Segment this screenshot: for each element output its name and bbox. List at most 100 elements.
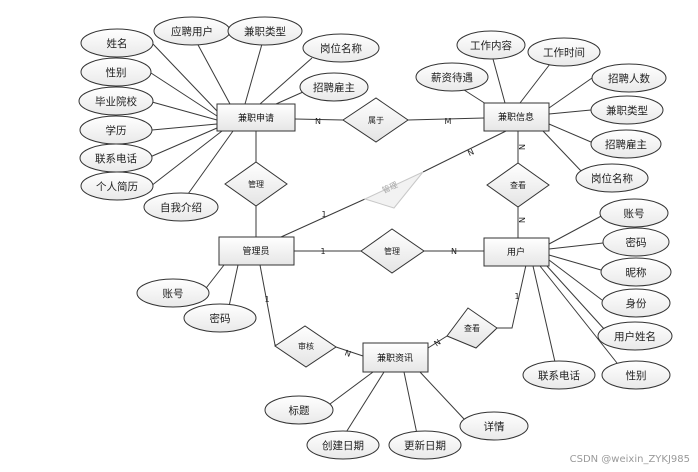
attr-label: 个人简历	[96, 180, 138, 193]
watermark: CSDN @weixin_ZYKJ985	[570, 454, 690, 465]
attr-label: 详情	[484, 420, 505, 433]
edge-job-info-salary	[460, 87, 487, 105]
attr-job-application-type: 兼职类型	[227, 16, 303, 46]
relationship-view-info: 查看	[486, 162, 550, 208]
attr-label: 性别	[626, 369, 647, 382]
attr-job-application-name: 姓名	[80, 28, 154, 58]
cardinality-belongs-info: M	[445, 117, 452, 126]
edge-review-news	[335, 346, 364, 357]
attr-job-info-salary: 薪资待遇	[415, 62, 489, 92]
edge-job-info-type	[548, 109, 592, 115]
attr-label: 姓名	[107, 37, 128, 50]
attr-label: 招聘人数	[608, 72, 650, 85]
edge-job-application-degree	[151, 123, 218, 131]
attr-job-news-updated: 更新日期	[388, 430, 462, 460]
cardinality-user-view-news: 1	[514, 292, 519, 301]
edge-manage-info-info	[422, 130, 507, 173]
attr-job-info-worktime: 工作时间	[527, 37, 601, 67]
entity-label: 兼职信息	[498, 111, 534, 123]
relationship-manage-user: 管理	[360, 228, 425, 274]
attr-label: 工作时间	[543, 46, 585, 59]
attr-label: 联系电话	[95, 152, 137, 165]
attr-label: 联系电话	[538, 369, 580, 382]
attr-label: 毕业院校	[95, 95, 137, 108]
attr-user-account: 账号	[599, 198, 669, 228]
attr-job-application-resume: 个人简历	[80, 171, 154, 201]
relationship-label: 查看	[510, 180, 526, 190]
cardinality-admin-manage-user: 1	[320, 247, 325, 256]
attr-user-nickname: 昵称	[600, 257, 672, 287]
edge-user-nickname	[548, 254, 602, 271]
cardinality-manage-user-user: N	[451, 247, 457, 256]
edge-user-realname	[545, 264, 606, 331]
job-application-attributes: 姓名 应聘用户 兼职类型 岗位名称 招聘雇主 性别 毕业院校 学历	[78, 16, 380, 222]
relationship-label: 管理	[384, 246, 400, 256]
edge-admin-password	[227, 264, 239, 312]
entity-label: 兼职资讯	[377, 352, 413, 364]
attr-admin-password: 密码	[183, 303, 257, 333]
edge-user-view-news	[497, 264, 527, 329]
attr-job-news-created: 创建日期	[306, 430, 380, 460]
attr-label: 密码	[210, 312, 231, 325]
attr-user-gender: 性别	[601, 360, 671, 390]
attr-user-realname: 用户姓名	[597, 321, 673, 351]
attr-label: 身份	[626, 297, 647, 310]
edge-job-info-worktime	[519, 63, 551, 104]
entity-job-news: 兼职资讯	[362, 342, 429, 373]
relationships: 属于 管理 管理 查看 管理 审核 查看	[224, 97, 550, 368]
edge-job-application-applicant	[196, 42, 231, 105]
edge-user-gender	[539, 265, 618, 364]
edge-job-application-gender	[150, 72, 218, 117]
edge-job-news-title	[329, 371, 374, 405]
edge-application-belongs	[294, 118, 344, 121]
attr-label: 学历	[106, 124, 127, 137]
relationship-label: 管理	[248, 179, 264, 189]
entity-label: 兼职申请	[238, 112, 274, 124]
edge-job-application-position	[259, 57, 313, 105]
edge-job-application-school	[151, 101, 218, 121]
attr-label: 性别	[106, 66, 127, 79]
attr-job-news-title: 标题	[264, 395, 334, 425]
attr-label: 应聘用户	[171, 25, 213, 38]
cardinality-view-news-news: N	[433, 338, 443, 349]
attr-job-info-position: 岗位名称	[575, 163, 649, 193]
attr-job-news-detail: 详情	[459, 411, 529, 441]
attr-admin-account: 账号	[136, 278, 210, 308]
cardinality-admin-manage-info: 1	[321, 210, 326, 219]
edge-job-info-position	[542, 130, 583, 173]
cardinality-application-belongs: N	[315, 117, 321, 126]
edge-job-application-resume	[150, 130, 223, 187]
relationship-label: 属于	[368, 116, 384, 125]
attr-label: 自我介绍	[160, 201, 202, 214]
admin-attributes: 账号 密码	[136, 278, 257, 333]
relationship-review: 审核	[274, 325, 337, 368]
entities: 兼职申请 兼职信息 管理员 用户 兼职资讯	[216, 102, 550, 373]
edge-job-info-employer	[548, 123, 592, 143]
edge-user-identity	[548, 259, 603, 301]
entity-label: 用户	[507, 246, 525, 258]
user-attributes: 账号 密码 昵称 身份 用户姓名 性别 联系电话	[522, 198, 673, 390]
edge-job-news-created	[344, 371, 385, 435]
attr-user-phone: 联系电话	[522, 360, 596, 390]
attr-label: 兼职类型	[606, 104, 648, 117]
edge-job-application-intro	[182, 130, 234, 202]
attr-job-application-gender: 性别	[80, 57, 152, 87]
edge-job-news-detail	[419, 371, 465, 420]
job-info-attributes: 工作内容 工作时间 薪资待遇 招聘人数 兼职类型 招聘雇主 岗位名称	[415, 30, 667, 193]
relationship-manage-info: 管理	[363, 171, 424, 209]
relationship-label: 查看	[464, 323, 480, 333]
attr-job-info-employer: 招聘雇主	[590, 129, 662, 159]
attr-label: 密码	[626, 236, 647, 249]
attr-label: 岗位名称	[591, 172, 633, 185]
attr-label: 兼职类型	[244, 25, 286, 38]
edge-user-account	[548, 213, 606, 245]
edge-job-application-name	[152, 43, 218, 112]
edge-job-application-type	[244, 43, 263, 105]
attr-label: 薪资待遇	[431, 71, 473, 84]
edge-belongs-info	[407, 117, 485, 121]
job-news-attributes: 标题 创建日期 更新日期 详情	[264, 395, 529, 460]
attr-label: 招聘雇主	[605, 138, 647, 151]
entity-job-application: 兼职申请	[216, 103, 296, 132]
cardinality-review-news: N	[344, 348, 353, 359]
edge-admin-review	[259, 264, 284, 346]
